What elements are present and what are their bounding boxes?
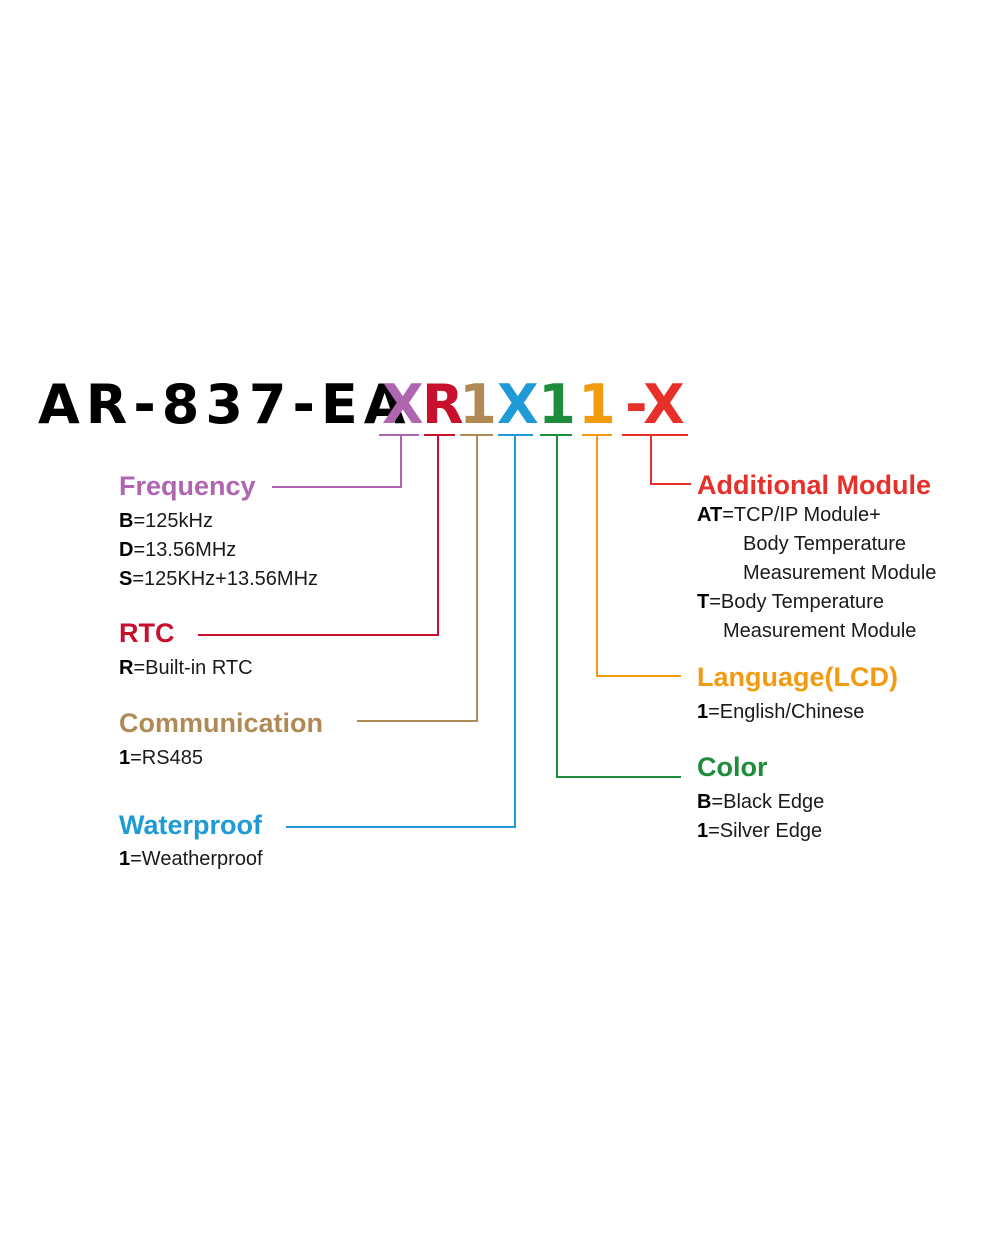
- option-code: 1: [697, 820, 709, 842]
- additional-option-at: AT=TCP/IP Module+: [697, 501, 881, 530]
- communication-heading: Communication: [119, 708, 324, 738]
- option-code: S: [119, 568, 133, 590]
- segment-color-code: 1: [538, 373, 576, 436]
- option-code: 1: [697, 701, 709, 723]
- additional-module-heading: Additional Module: [697, 470, 931, 500]
- communication-option-1: 1=RS485: [119, 744, 203, 773]
- option-code: D: [119, 539, 134, 561]
- rtc-connector-line: [198, 435, 439, 636]
- option-text: =13.56MHz: [133, 539, 237, 561]
- waterproof-connector-line: [286, 435, 516, 828]
- option-code: B: [119, 510, 134, 532]
- option-code: 1: [119, 747, 131, 769]
- model-number-prefix: AR-837-EA: [38, 372, 412, 438]
- option-code: AT: [697, 504, 723, 526]
- language-connector-line: [596, 435, 681, 677]
- option-text: =Black Edge: [711, 791, 825, 813]
- waterproof-option-1: 1=Weatherproof: [119, 845, 263, 874]
- segment-language-code: 1: [578, 373, 616, 436]
- option-code: R: [119, 657, 134, 679]
- color-heading: Color: [697, 752, 768, 782]
- option-text: =125kHz: [133, 510, 213, 532]
- frequency-heading: Frequency: [119, 471, 256, 501]
- color-option-b: B=Black Edge: [697, 788, 824, 817]
- frequency-option-d: D=13.56MHz: [119, 536, 236, 565]
- option-text: =Built-in RTC: [133, 657, 253, 679]
- frequency-connector-line: [272, 435, 402, 488]
- option-text: =English/Chinese: [708, 701, 865, 723]
- option-code: B: [697, 791, 712, 813]
- option-text: =Weatherproof: [130, 848, 263, 870]
- color-connector-line: [556, 435, 681, 778]
- rtc-heading: RTC: [119, 618, 175, 648]
- frequency-option-b: B=125kHz: [119, 507, 213, 536]
- additional-option-t: T=Body Temperature: [697, 588, 884, 617]
- additional-option-t-cont-1: Measurement Module: [723, 620, 917, 642]
- waterproof-heading: Waterproof: [119, 810, 262, 840]
- option-text: =Silver Edge: [708, 820, 823, 842]
- option-code: 1: [119, 848, 131, 870]
- option-text: =RS485: [130, 747, 203, 769]
- additional-connector-line: [650, 435, 691, 485]
- option-text: =125KHz+13.56MHz: [132, 568, 319, 590]
- language-option-1: 1=English/Chinese: [697, 698, 864, 727]
- model-prefix-text: AR-837-EA: [38, 373, 412, 436]
- frequency-option-s: S=125KHz+13.56MHz: [119, 565, 318, 594]
- rtc-option-r: R=Built-in RTC: [119, 654, 253, 683]
- color-option-1: 1=Silver Edge: [697, 817, 822, 846]
- segment-waterproof-code: X: [497, 373, 539, 436]
- segment-communication-code: 1: [459, 373, 497, 436]
- segment-rtc-code: R: [422, 373, 464, 436]
- language-heading: Language(LCD): [697, 662, 898, 692]
- option-code: T: [697, 591, 710, 613]
- communication-connector-line: [357, 435, 478, 722]
- segment-additional-code: -X: [625, 373, 685, 436]
- option-text: =TCP/IP Module+: [722, 504, 881, 526]
- additional-option-at-cont-2: Measurement Module: [743, 562, 937, 584]
- segment-frequency-code: X: [382, 373, 424, 436]
- option-text: =Body Temperature: [709, 591, 884, 613]
- additional-option-at-cont-1: Body Temperature: [743, 533, 907, 555]
